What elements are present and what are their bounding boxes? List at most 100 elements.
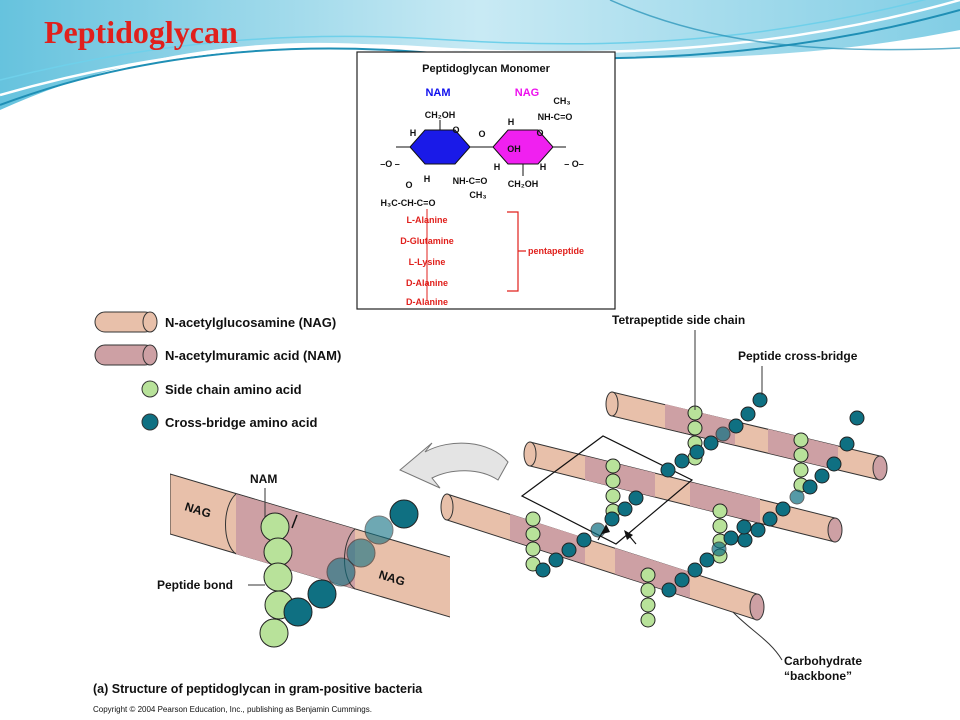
label-peptide-bond: Peptide bond <box>157 578 233 592</box>
chem-h-4: H <box>494 162 501 172</box>
cross-bridge-amino-acid <box>789 489 805 505</box>
legend-nam-cylinder <box>94 344 158 366</box>
chem-ch3-bottom: CH₃ <box>469 190 486 200</box>
cross-bridge-amino-acid <box>752 392 768 408</box>
legend-nag-text: N-acetylglucosamine (NAG) <box>165 315 336 330</box>
slide-title: Peptidoglycan <box>44 14 238 50</box>
cross-bridge-amino-acid <box>628 490 644 506</box>
cross-bridge-amino-acid <box>775 501 791 517</box>
cross-bridge-amino-acid <box>750 522 766 538</box>
zoom-arrow <box>399 442 509 489</box>
cross-bridge-amino-acid <box>660 462 676 478</box>
cross-bridge-amino-acid <box>674 453 690 469</box>
cross-bridge-amino-acid <box>604 511 620 527</box>
cross-bridge-amino-acid <box>826 456 842 472</box>
peptidoglycan-lattice <box>440 330 888 661</box>
chem-nhco-bottom: NH-C=O <box>453 176 488 186</box>
cross-bridge-amino-acid <box>814 468 830 484</box>
side-chain-amino-acid <box>605 458 621 474</box>
amino-acid-3: L-Lysine <box>409 257 446 267</box>
monomer-title: Peptidoglycan Monomer <box>422 63 550 75</box>
chem-bond-right: – O– <box>564 159 584 169</box>
chem-nhco-top: NH-C=O <box>538 112 573 122</box>
side-chain-amino-acid <box>259 618 289 648</box>
side-chain-amino-acid <box>793 432 809 448</box>
chem-h-5: H <box>540 162 547 172</box>
cross-bridge-amino-acid <box>839 436 855 452</box>
inset-amino-acids <box>259 499 419 648</box>
legend-nag-cylinder <box>94 311 158 333</box>
cross-bridge-amino-acid <box>364 515 394 545</box>
nam-chem-label: NAM <box>425 87 450 99</box>
caption: (a) Structure of peptidoglycan in gram-p… <box>93 682 423 696</box>
chem-o-bridge: O <box>478 129 485 139</box>
side-chain-amino-acid <box>525 526 541 542</box>
cross-bridge-amino-acid <box>736 519 752 535</box>
amino-acid-2: D-Glutamine <box>400 236 454 246</box>
lattice-amino-acids <box>525 392 865 628</box>
chem-h-1: H <box>410 128 417 138</box>
label-carbohydrate-line1: Carbohydrate <box>784 654 862 668</box>
label-tetrapeptide: Tetrapeptide side chain <box>612 313 745 327</box>
amino-acid-5: D-Alanine <box>406 297 448 307</box>
nag-chem-label: NAG <box>515 87 539 99</box>
chem-ch3-top: CH₃ <box>553 96 570 106</box>
selection-frame <box>520 435 694 545</box>
cross-bridge-amino-acid <box>283 597 313 627</box>
side-chain-amino-acid <box>640 567 656 583</box>
label-cross-bridge: Peptide cross-bridge <box>738 349 858 363</box>
chem-h-3: H <box>424 174 431 184</box>
cross-bridge-amino-acid <box>711 541 727 557</box>
legend-nam-text: N-acetylmuramic acid (NAM) <box>165 348 341 363</box>
amino-acid-4: D-Alanine <box>406 278 448 288</box>
cross-bridge-amino-acid <box>561 542 577 558</box>
cross-bridge-amino-acid <box>737 532 753 548</box>
cross-bridge-amino-acid <box>802 479 818 495</box>
cross-bridge-amino-acid <box>576 532 592 548</box>
side-chain-amino-acid <box>263 562 293 592</box>
monomer-box: Peptidoglycan Monomer NAM NAG CH₂OH CH₃ … <box>356 51 616 310</box>
cross-bridge-amino-acid <box>715 426 731 442</box>
cross-bridge-amino-acid <box>617 501 633 517</box>
zoomed-inset <box>170 473 450 648</box>
chem-o-1: O <box>452 125 459 135</box>
side-chain-amino-acid <box>640 612 656 628</box>
chem-lactyl: H₃C-CH-C=O <box>381 198 436 208</box>
copyright: Copyright © 2004 Pearson Education, Inc.… <box>93 705 372 714</box>
chem-bond-left: –O – <box>380 159 400 169</box>
cross-bridge-amino-acid <box>346 538 376 568</box>
side-chain-amino-acid <box>793 462 809 478</box>
side-chain-amino-acid <box>687 420 703 436</box>
cross-bridge-amino-acid <box>728 418 744 434</box>
side-chain-amino-acid <box>263 537 293 567</box>
cross-bridge-amino-acid <box>389 499 419 529</box>
backbone-strand-back <box>605 391 888 481</box>
chem-ch2oh-bottom: CH₂OH <box>508 179 539 189</box>
side-chain-amino-acid <box>712 503 728 519</box>
cross-bridge-amino-acid <box>849 410 865 426</box>
side-chain-amino-acid <box>260 512 290 542</box>
caption-text: Structure of peptidoglycan in gram-posit… <box>112 682 424 696</box>
cross-bridge-amino-acid <box>535 562 551 578</box>
cross-bridge-amino-acid <box>703 435 719 451</box>
label-nam: NAM <box>250 472 277 486</box>
caption-letter: (a) <box>93 682 108 696</box>
label-carbohydrate-line2: “backbone” <box>784 669 852 683</box>
side-chain-amino-acid <box>640 597 656 613</box>
legend-cross-bridge-text: Cross-bridge amino acid <box>165 415 317 430</box>
chem-o-lactyl: O <box>405 180 412 190</box>
chem-ch2oh-top: CH₂OH <box>425 110 456 120</box>
legend-cross-bridge-circle <box>141 413 159 431</box>
legend-side-chain-circle <box>141 380 159 398</box>
side-chain-amino-acid <box>712 518 728 534</box>
chem-h-2: H <box>508 117 515 127</box>
legend-side-chain-text: Side chain amino acid <box>165 382 302 397</box>
cross-bridge-amino-acid <box>674 572 690 588</box>
side-chain-amino-acid <box>525 511 541 527</box>
cross-bridge-amino-acid <box>687 562 703 578</box>
cross-bridge-amino-acid <box>762 511 778 527</box>
legend: N-acetylglucosamine (NAG) N-acetylmurami… <box>94 311 341 431</box>
cross-bridge-amino-acid <box>548 552 564 568</box>
cross-bridge-amino-acid <box>307 579 337 609</box>
